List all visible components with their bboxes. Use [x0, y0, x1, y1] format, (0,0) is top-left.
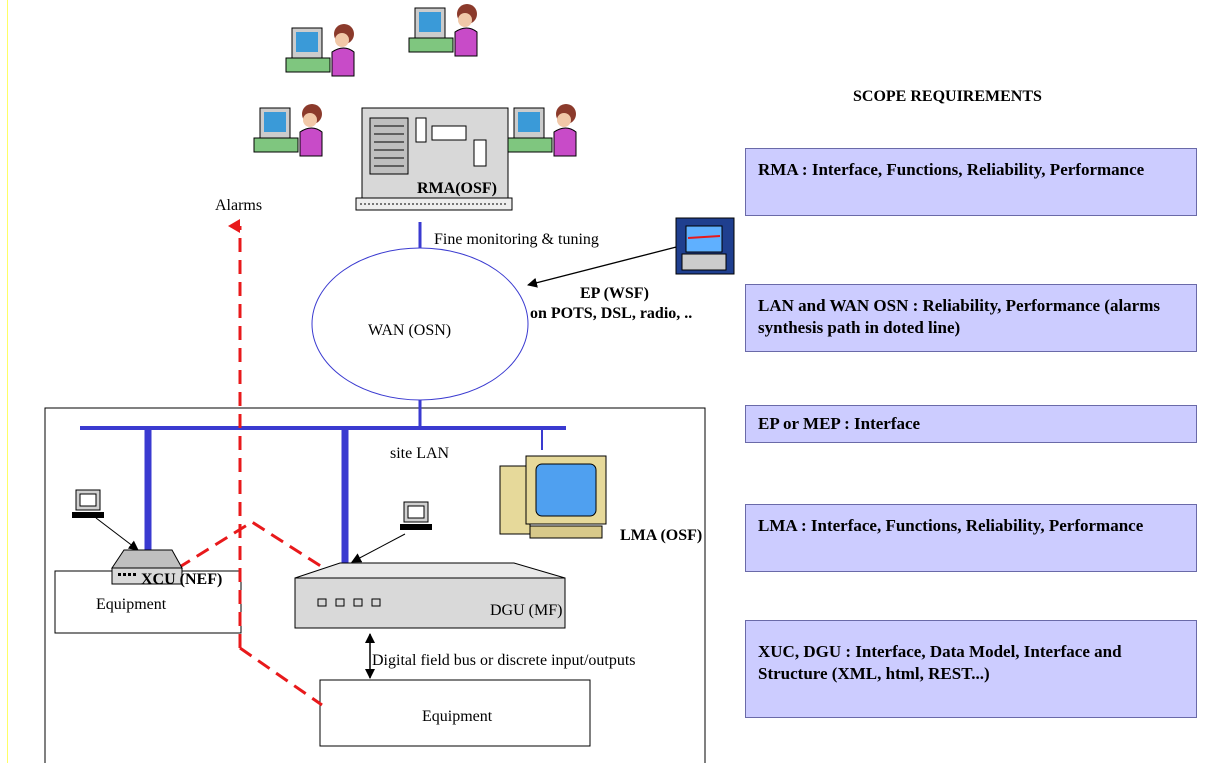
dgu-device-icon [294, 562, 566, 629]
network-diagram: Alarms RMA(OSF) Fine monitoring & tuning… [44, 4, 735, 763]
site-lan-label: site LAN [390, 445, 450, 462]
alarms-label: Alarms [215, 197, 262, 214]
alarm-path [177, 219, 331, 707]
lma-label: LMA (OSF) [620, 527, 702, 544]
req-lan-wan: LAN and WAN OSN : Reliability, Performan… [745, 284, 1197, 352]
scope-title: SCOPE REQUIREMENTS [853, 88, 1042, 105]
equipment-bottom-label: Equipment [422, 708, 493, 725]
rma-label: RMA(OSF) [417, 180, 497, 197]
xcu-label: XCU (NEF) [141, 571, 222, 588]
ep-label: EP (WSF) [580, 285, 649, 302]
req-lma: LMA : Interface, Functions, Reliability,… [745, 504, 1197, 572]
rma-server-icon [355, 107, 513, 211]
dgu-terminal-link [351, 533, 406, 563]
field-bus-label: Digital field bus or discrete input/outp… [372, 652, 636, 669]
operator-icon [507, 104, 577, 157]
xcu-terminal-icon [72, 489, 104, 518]
req-ep: EP or MEP : Interface [745, 405, 1197, 443]
operator-icon [408, 4, 478, 57]
dgu-label: DGU (MF) [490, 602, 562, 619]
req-rma: RMA : Interface, Functions, Reliability,… [745, 148, 1197, 216]
site-box [44, 407, 706, 763]
dgu-terminal-icon [400, 501, 432, 530]
page-margin-line [7, 0, 8, 763]
ep-medium-label: on POTS, DSL, radio, .. [530, 305, 692, 322]
operator-icon [285, 24, 355, 77]
equipment-bottom-box [319, 679, 591, 747]
equipment-left-label: Equipment [96, 596, 167, 613]
ep-arrow [527, 243, 689, 288]
fine-monitoring-label: Fine monitoring & tuning [434, 231, 599, 248]
operator-icon [253, 104, 323, 157]
wan-label: WAN (OSN) [368, 322, 451, 339]
lma-workstation-icon [499, 455, 607, 539]
req-xuc-dgu: XUC, DGU : Interface, Data Model, Interf… [745, 620, 1197, 718]
ep-laptop-icon [675, 217, 735, 275]
xcu-device-icon [111, 549, 183, 585]
xcu-terminal-link [95, 517, 139, 551]
